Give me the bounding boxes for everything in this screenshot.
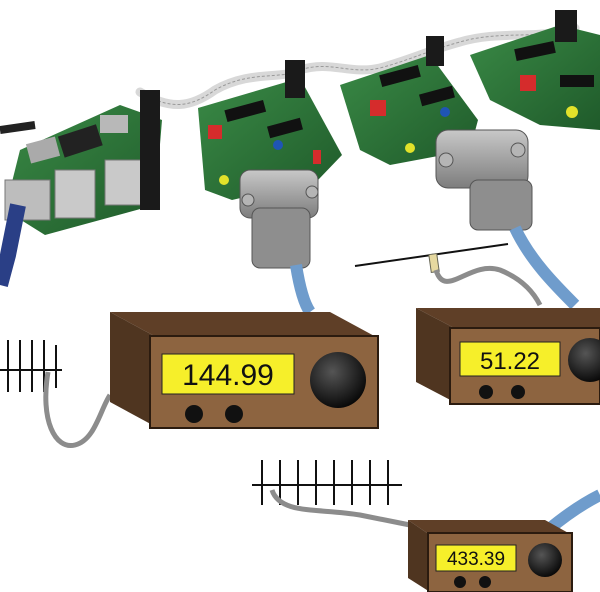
db9-connector-1 (239, 169, 319, 269)
radio-right-tuning-knob (568, 338, 600, 382)
blue-cable-1 (290, 264, 316, 316)
db9-connector-2 (435, 129, 533, 231)
radio-left-display (161, 353, 295, 395)
radio-left-button-2 (225, 405, 243, 423)
radio-left-frequency: 144.99 (182, 359, 274, 392)
radio-left-tuning-knob (310, 352, 366, 408)
antenna-bottom (252, 460, 402, 505)
radio-right-button-1 (479, 385, 493, 399)
radio-right-button-2 (511, 385, 525, 399)
coax-right (433, 265, 543, 307)
radio-bottom: 433.39 (408, 520, 573, 592)
radio-right-display (459, 341, 561, 377)
radio-left: 144.99 (110, 312, 379, 429)
coax-bottom (269, 488, 411, 528)
radio-bottom-display (435, 544, 517, 572)
pi-cable (0, 203, 26, 288)
radio-bottom-button-1 (454, 576, 466, 588)
radio-bottom-button-2 (479, 576, 491, 588)
radio-bottom-frequency: 433.39 (447, 549, 505, 570)
antenna-left (0, 340, 62, 392)
coax-left (43, 371, 113, 448)
radio-left-button-1 (185, 405, 203, 423)
radio-right-frequency: 51.22 (480, 348, 540, 375)
interface-board-3 (470, 10, 600, 130)
blue-cable-2 (509, 225, 580, 310)
radio-bottom-tuning-knob (528, 543, 562, 577)
blue-cable-3 (544, 489, 600, 535)
raspberry-pi-board (4, 90, 162, 235)
antenna-right (354, 243, 509, 274)
ribbon-cable (135, 23, 580, 109)
radio-right: 51.22 (416, 308, 600, 405)
